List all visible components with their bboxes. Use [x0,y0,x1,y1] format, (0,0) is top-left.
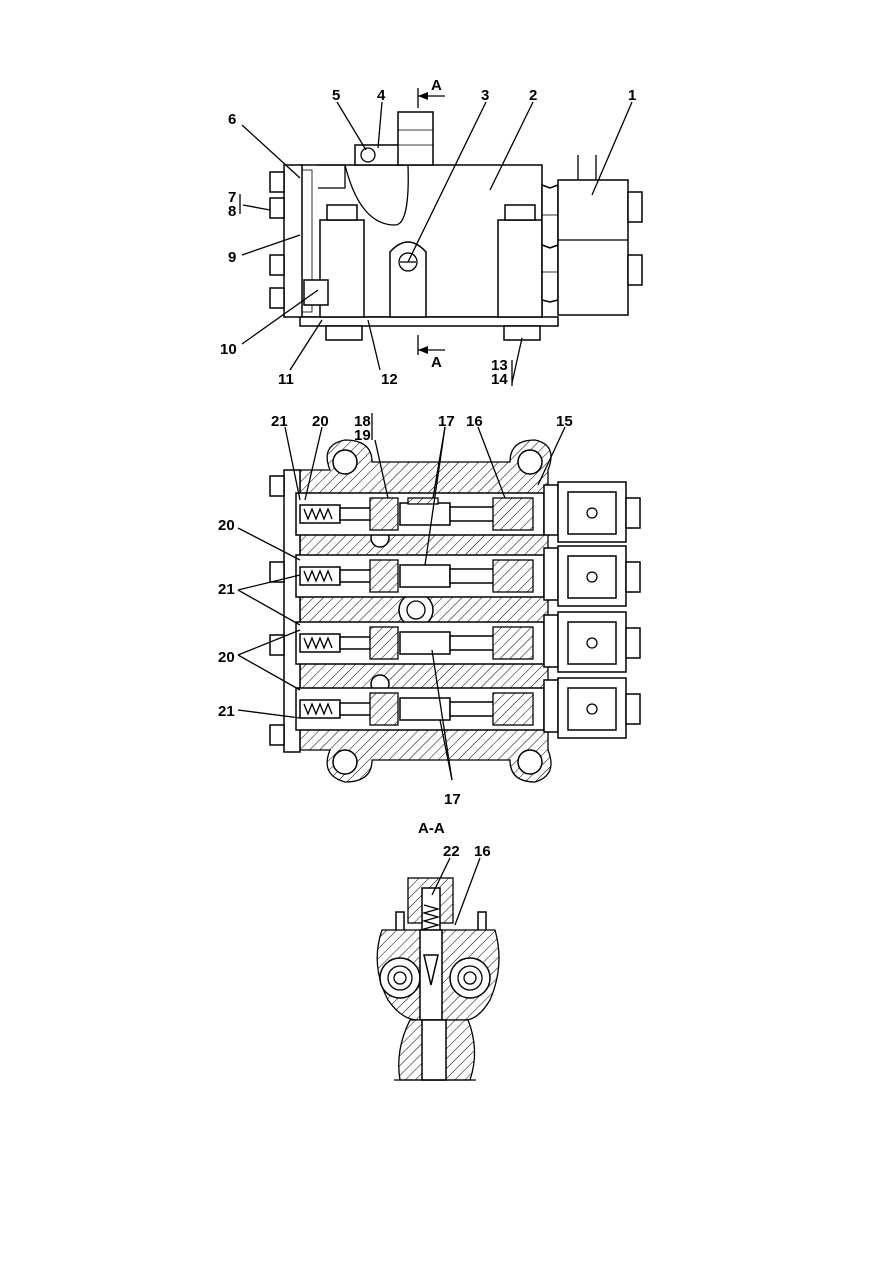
top-view: 1 2 3 4 5 6 7 8 9 10 11 12 13 14 A A [220,77,643,388]
end-plate [283,469,301,753]
hex-nut-stack [543,484,559,733]
screw [303,279,329,306]
section-a-a-view: A-A 22 16 [376,820,500,1081]
label-7: 7 [228,189,236,206]
label-18: 18 [354,413,371,430]
label-21-b: 21 [218,703,235,720]
label-11: 11 [278,371,294,388]
label-20-b: 20 [218,649,235,666]
end-plugs [269,475,285,746]
solenoid-coils [557,481,641,739]
label-1: 1 [628,87,636,104]
section-mark-top: A [431,77,442,94]
label-19: 19 [354,427,371,444]
top-fitting [397,111,434,166]
fitting [354,144,404,166]
label-12: 12 [381,371,398,388]
foot-right [503,325,541,341]
label-13: 13 [491,357,508,374]
leader-lines-top [239,101,633,386]
label-16-section: 16 [474,843,491,860]
label-17-top: 17 [438,413,455,430]
label-9: 9 [228,249,236,266]
label-16: 16 [466,413,483,430]
label-5: 5 [332,87,340,104]
section-line [417,88,445,355]
label-22: 22 [443,843,460,860]
middle-section-view: 21 20 18 19 17 16 15 20 21 20 21 17 [218,413,641,808]
label-14: 14 [491,371,508,388]
label-21-a: 21 [218,581,235,598]
label-6: 6 [228,111,236,128]
cartridge-right [497,219,543,318]
label-10: 10 [220,341,237,358]
foot-left [325,325,363,341]
leader-lines-middle [237,413,566,781]
left-end-plate [283,164,303,318]
base-plate [299,316,559,327]
label-20-top: 20 [312,413,329,430]
spools [299,497,534,726]
label-15: 15 [556,413,573,430]
label-4: 4 [377,87,386,104]
label-3: 3 [481,87,489,104]
label-8: 8 [228,203,236,220]
solenoid [557,179,629,316]
section-title: A-A [418,820,445,837]
label-17-bottom: 17 [444,791,461,808]
label-2: 2 [529,87,537,104]
label-21-top: 21 [271,413,288,430]
left-plugs [269,171,285,309]
section-mark-bottom: A [431,354,442,371]
hex-nuts [541,183,559,303]
label-20-a: 20 [218,517,235,534]
